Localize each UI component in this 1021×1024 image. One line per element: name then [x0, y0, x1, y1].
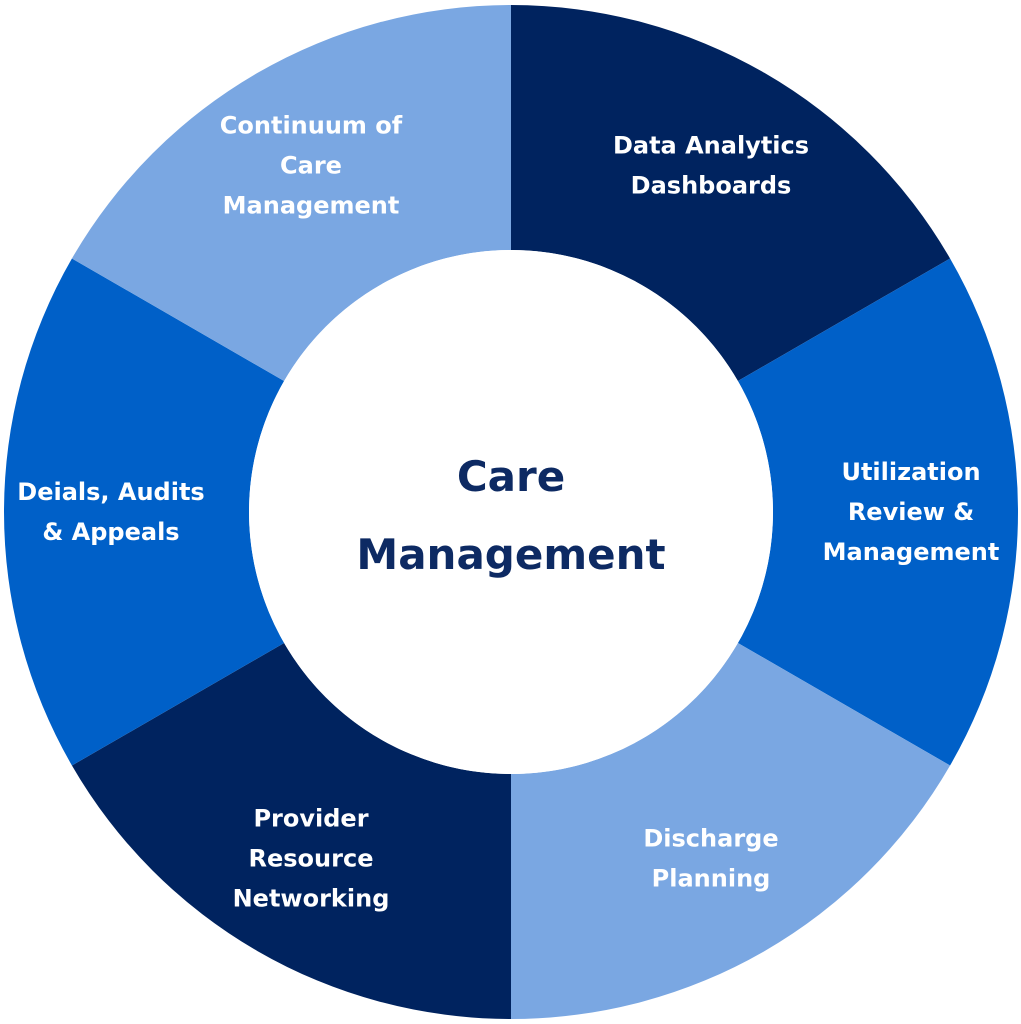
- wheel-segment-label-line: Deials, Audits: [17, 478, 204, 506]
- center-title-line-2: Management: [356, 530, 665, 579]
- wheel-segment-label-line: Resource: [249, 844, 374, 872]
- center-title: Care Management: [356, 452, 665, 579]
- wheel-segment-label-line: Planning: [652, 864, 771, 892]
- wheel-segment-5: [3, 258, 285, 766]
- wheel-segment-label-5: Deials, Audits & Appeals: [17, 478, 204, 546]
- wheel-segment-label-line: Networking: [233, 884, 390, 912]
- wheel-segment-label-line: Continuum of: [220, 112, 403, 140]
- wheel-segment-label-line: Discharge: [643, 824, 778, 852]
- wheel-segment-label-line: Care: [280, 152, 342, 180]
- center-circle: [249, 250, 773, 774]
- wheel-segments: [3, 5, 1018, 1019]
- wheel-segment-1: [511, 5, 951, 381]
- wheel-segment-label-line: & Appeals: [42, 518, 179, 546]
- wheel-segment-label-line: Management: [223, 192, 400, 220]
- wheel-segment-3: [511, 643, 951, 1019]
- wheel-segment-label-line: Data Analytics: [613, 132, 809, 160]
- wheel-segment-4: [71, 643, 512, 1019]
- wheel-segment-label-line: Dashboards: [631, 172, 792, 200]
- center-title-line-1: Care: [457, 452, 565, 501]
- wheel-segment-label-line: Review &: [848, 498, 974, 526]
- wheel-segment-label-line: Provider: [253, 804, 368, 832]
- wheel-segment-label-line: Utilization: [841, 458, 980, 486]
- wheel-segment-2: [737, 258, 1018, 766]
- wheel-segment-label-line: Management: [823, 538, 1000, 566]
- wheel-segment-6: [71, 5, 512, 381]
